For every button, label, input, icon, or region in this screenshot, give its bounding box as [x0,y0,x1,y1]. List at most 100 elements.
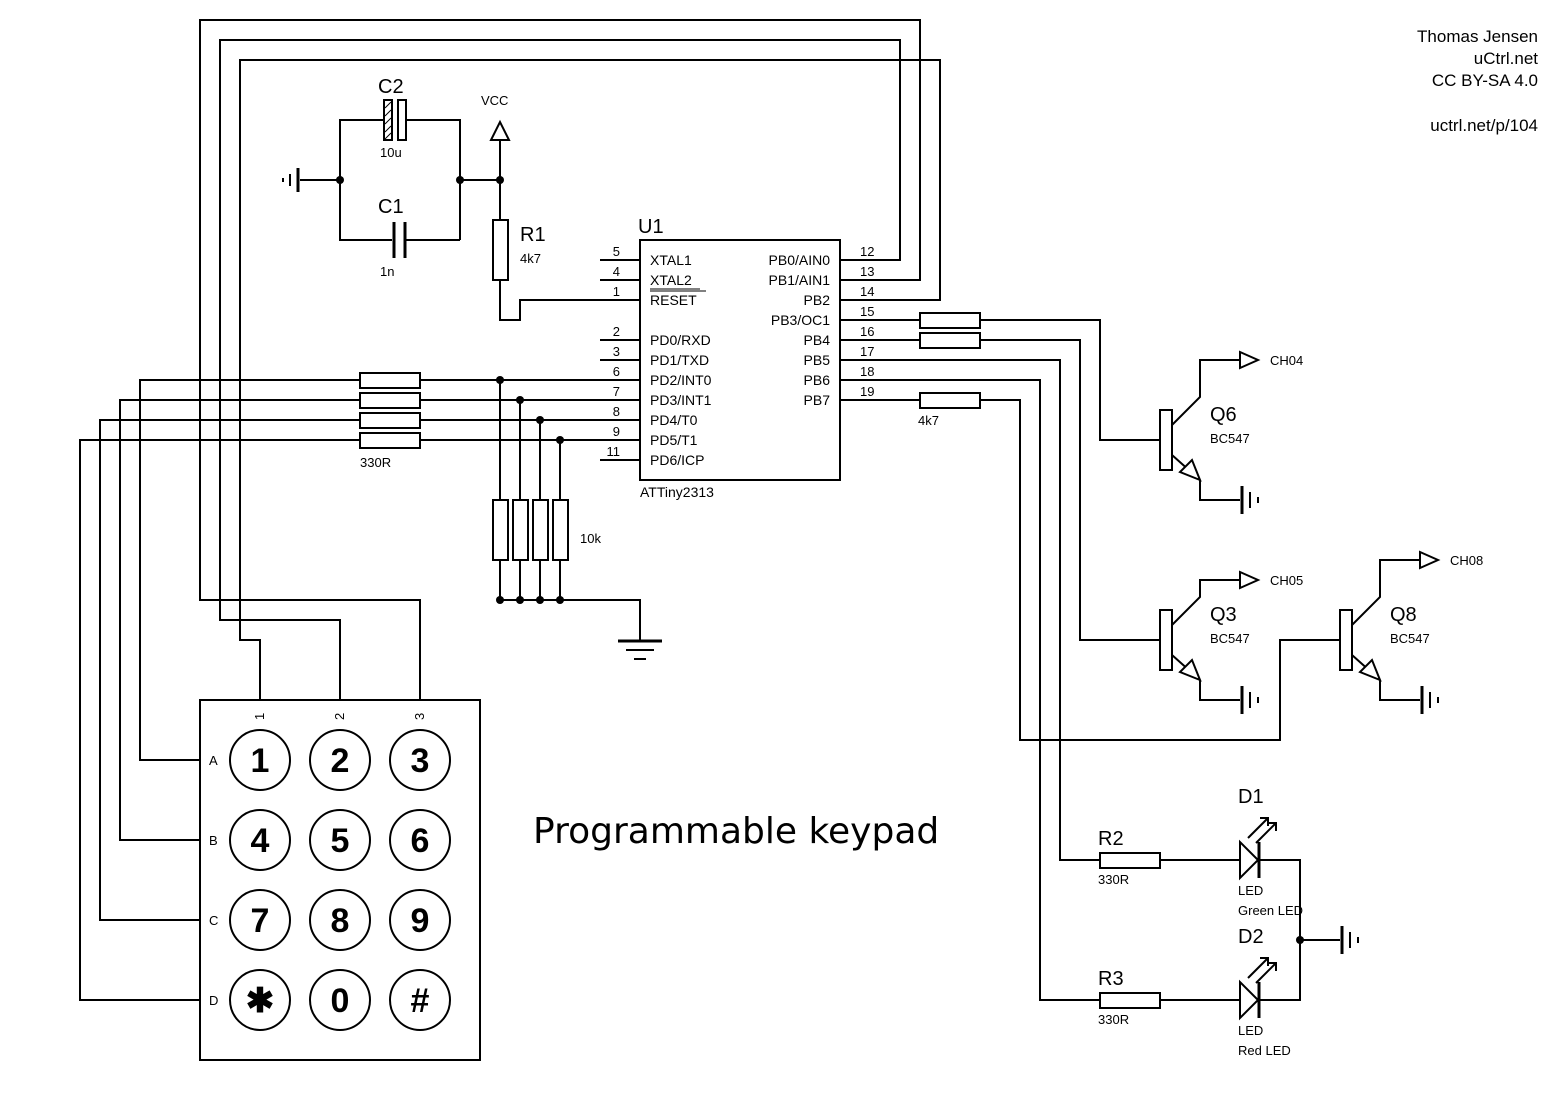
pin-name: PB1/AIN1 [769,272,831,288]
pulldown-resistor-b [512,499,529,561]
key-label: 2 [331,742,350,780]
u1-ref: U1 [638,216,664,238]
vcc-label: VCC [481,93,508,108]
key-label: 5 [331,822,350,860]
keypad-key[interactable]: 9 [389,889,451,951]
keypad-key[interactable]: # [389,969,451,1031]
row-resistor-value: 330R [360,455,391,470]
pin-num: 8 [613,404,620,419]
pin-num: 7 [613,384,620,399]
pb4-resistor [919,332,981,349]
output-arrow-icon [1239,350,1261,370]
key-label: 1 [251,742,270,780]
keypad-row-label: A [209,753,218,768]
r2-ref: R2 [1098,828,1124,850]
key-label: 8 [331,902,350,940]
keypad-key[interactable]: 0 [309,969,371,1031]
pin-num: 1 [613,284,620,299]
r2-resistor [1099,852,1161,869]
pulldown-resistor-a [492,499,509,561]
keypad-key[interactable]: 4 [229,809,291,871]
pin-name: PD3/INT1 [650,392,712,408]
key-label: 7 [251,902,270,940]
c2-ref: C2 [378,76,404,98]
keypad-key[interactable]: 8 [309,889,371,951]
pin-name: PD2/INT0 [650,372,712,388]
r3-value: 330R [1098,1012,1129,1027]
wire-row-c [99,419,360,921]
r2-value: 330R [1098,872,1129,887]
q6-ref: Q6 [1210,404,1237,426]
q3-output: CH05 [1270,573,1303,588]
keypad-row-label: D [209,993,218,1008]
row-resistor-c [359,412,421,429]
c2-positive-plate [383,99,393,141]
c2-negative-plate [397,99,407,141]
u1-chip: U1 ATTiny2313 5 4 1 2 3 6 7 8 9 11 XTAL1… [600,216,920,500]
pulldown-resistor-d [552,499,569,561]
keypad-key[interactable]: 2 [309,729,371,791]
keypad-col-label: 2 [332,713,347,720]
pin-name: XTAL2 [650,272,692,288]
key-label: 9 [411,902,430,940]
pin-num: 2 [613,324,620,339]
keypad-key[interactable]: 5 [309,809,371,871]
keypad-key[interactable]: ✱ [229,969,291,1031]
pin-name: PB4 [804,332,831,348]
wire-row-d [79,439,360,1001]
pin-name: PB2 [804,292,831,308]
pin-name: PD1/TXD [650,352,709,368]
keypad-key[interactable]: 6 [389,809,451,871]
output-arrow-icon [1239,570,1261,590]
pb7-resistor-value: 4k7 [918,413,939,428]
keypad-key[interactable]: 1 [229,729,291,791]
r3-ref: R3 [1098,968,1124,990]
keypad-key[interactable]: 7 [229,889,291,951]
pin-num: 9 [613,424,620,439]
q6-output: CH04 [1270,353,1303,368]
keypad-col-label: 1 [252,713,267,720]
attribution-author: Thomas Jensen [1417,27,1538,46]
ground-symbol [618,639,662,660]
pin-num: 5 [613,244,620,259]
pin-name: PD0/RXD [650,332,711,348]
pin-name: PD6/ICP [650,452,704,468]
attribution-license: CC BY-SA 4.0 [1432,71,1538,90]
output-arrow-icon [1419,550,1441,570]
q3-part: BC547 [1210,631,1250,646]
led-section: R2 330R D1 LED Green LED R3 330R D2 LED … [1098,786,1359,1058]
key-label: 3 [411,742,430,780]
attribution-site: uCtrl.net [1474,49,1539,68]
pin-name: PD5/T1 [650,432,698,448]
keypad-row-label: B [209,833,218,848]
pin-num: 17 [860,344,874,359]
d2-desc: Red LED [1238,1043,1291,1058]
diagram-title: Programmable keypad [533,811,939,852]
row-resistor-a [359,372,421,389]
q8-part: BC547 [1390,631,1430,646]
attribution-block: Thomas Jensen uCtrl.net CC BY-SA 4.0 uct… [1417,27,1538,135]
pin-num: 12 [860,244,874,259]
key-label: # [411,982,430,1020]
pin-num: 11 [607,444,621,459]
pin-name: PB5 [804,352,831,368]
wire-row-a [139,379,360,761]
pin-num: 13 [860,264,874,279]
emitter-arrow-icon [1358,658,1382,682]
key-label: 4 [251,822,270,860]
r1-value: 4k7 [520,251,541,266]
led-d1-icon [1239,839,1260,881]
key-label: 6 [411,822,430,860]
pb7-resistor [919,392,981,409]
pin-num: 3 [613,344,620,359]
row-resistor-d [359,432,421,449]
attribution-url: uctrl.net/p/104 [1430,116,1538,135]
row-resistor-b [359,392,421,409]
keypad-key[interactable]: 3 [389,729,451,791]
transistor-q8: CH08 Q8 BC547 [1339,550,1483,714]
output-network: 4k7 [840,312,1340,1001]
keypad: 1 2 3 A B C D 1 2 3 4 5 6 7 8 9 ✱ 0 # [199,699,481,1061]
c2-value: 10u [380,145,402,160]
emitter-arrow-icon [1178,658,1202,682]
